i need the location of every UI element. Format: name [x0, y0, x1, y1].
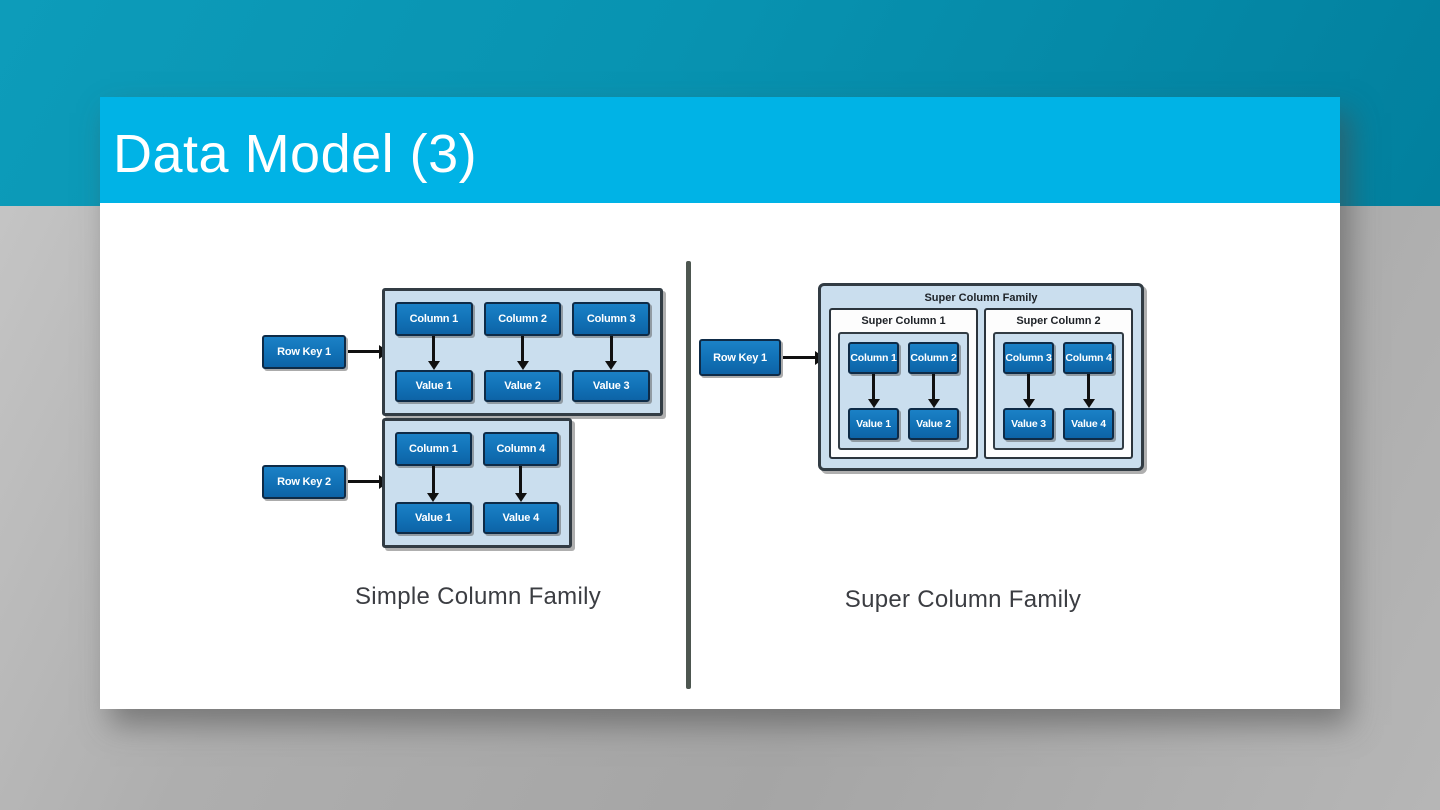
row-key-1-box: Row Key 1: [262, 335, 346, 369]
column-box: Column 1: [395, 302, 473, 336]
right-diagram-caption: Super Column Family: [844, 586, 1082, 613]
columns-row: Column 1 Column 2 Column 3: [395, 302, 651, 336]
values-row: Value 1 Value 2 Value 3: [395, 370, 651, 402]
simple-column-family-tray-2: Column 1 Column 4 Value 1 Value 4: [382, 418, 572, 548]
row-key-1-box: Row Key 1: [699, 339, 781, 376]
arrow-right-icon: [348, 480, 380, 483]
column-box: Column 4: [482, 432, 559, 466]
super-column-family-box: Super Column Family Super Column 1 Colum…: [818, 283, 1144, 471]
value-box: Value 3: [1003, 408, 1054, 440]
value-box: Value 4: [482, 502, 559, 534]
left-diagram-caption: Simple Column Family: [354, 583, 602, 610]
super-columns-row: Super Column 1 Column 1 Column 2: [829, 308, 1133, 459]
super-column-family-title: Super Column Family: [924, 292, 1038, 304]
value-box: Value 4: [1063, 408, 1114, 440]
super-column-tray: Column 1 Column 2 Value 1 Value 2: [838, 332, 969, 450]
arrow-right-icon: [783, 356, 816, 359]
arrows-row: [395, 466, 559, 502]
super-column-1-box: Super Column 1 Column 1 Column 2: [829, 308, 978, 459]
values-row: Value 3 Value 4: [1003, 408, 1114, 440]
column-box: Column 2: [483, 302, 562, 336]
super-column-2-box: Super Column 2 Column 3 Column 4: [984, 308, 1133, 459]
column-box: Column 3: [572, 302, 651, 336]
arrows-row: [395, 336, 650, 370]
arrows-row: [1003, 374, 1114, 408]
arrow-right-icon: [348, 350, 380, 353]
arrow-down-icon: [1027, 374, 1030, 400]
slide-body: Row Key 1 Column 1 Column 2 Column 3 Val…: [100, 203, 1340, 709]
columns-row: Column 1 Column 4: [395, 432, 559, 466]
column-box: Column 1: [848, 342, 899, 374]
value-box: Value 2: [908, 408, 959, 440]
slide: Data Model (3) Row Key 1 Column 1 Column…: [100, 97, 1340, 709]
value-box: Value 3: [572, 370, 651, 402]
value-box: Value 1: [395, 370, 473, 402]
columns-row: Column 3 Column 4: [1003, 342, 1114, 374]
value-box: Value 1: [848, 408, 899, 440]
arrow-down-icon: [431, 466, 435, 494]
row-key-2-box: Row Key 2: [262, 465, 346, 499]
value-box: Value 2: [483, 370, 562, 402]
arrow-down-icon: [519, 466, 523, 494]
column-box: Column 2: [908, 342, 959, 374]
column-box: Column 3: [1003, 342, 1054, 374]
values-row: Value 1 Value 4: [395, 502, 559, 534]
values-row: Value 1 Value 2: [848, 408, 959, 440]
super-column-title: Super Column 1: [861, 315, 946, 327]
columns-row: Column 1 Column 2: [848, 342, 959, 374]
value-box: Value 1: [395, 502, 472, 534]
arrow-down-icon: [932, 374, 935, 400]
arrow-down-icon: [521, 336, 524, 362]
arrow-down-icon: [872, 374, 875, 400]
slide-title: Data Model (3): [113, 124, 478, 184]
super-column-tray: Column 3 Column 4 Value 3 Value 4: [993, 332, 1124, 450]
slide-title-bar: Data Model (3): [100, 97, 1340, 203]
super-column-title: Super Column 2: [1016, 315, 1101, 327]
arrows-row: [848, 374, 959, 408]
arrow-down-icon: [432, 336, 436, 362]
section-divider: [686, 261, 691, 689]
arrow-down-icon: [1087, 374, 1090, 400]
column-box: Column 1: [395, 432, 472, 466]
arrow-down-icon: [609, 336, 613, 362]
column-box: Column 4: [1063, 342, 1114, 374]
simple-column-family-tray-1: Column 1 Column 2 Column 3 Value 1 Value…: [382, 288, 663, 416]
